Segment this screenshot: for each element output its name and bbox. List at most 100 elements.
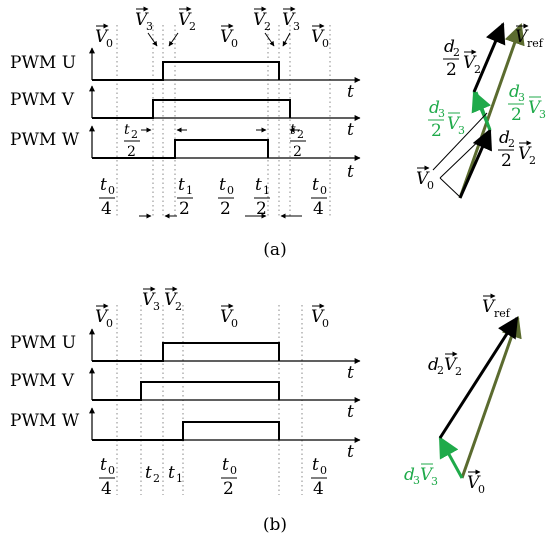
pulse-w-a bbox=[92, 139, 269, 159]
svg-text:V: V bbox=[220, 27, 234, 47]
svg-text:V: V bbox=[515, 27, 529, 47]
panel-b: V0 V3 V2 V0 V0 PWM U PWM V PWM W t t t t… bbox=[10, 286, 522, 535]
d2-v2-upper-a bbox=[472, 22, 506, 93]
svg-text:d: d bbox=[509, 82, 520, 102]
pulse-v-b bbox=[92, 381, 280, 401]
svg-text:2: 2 bbox=[501, 151, 512, 171]
label-v0-left-b: V0 bbox=[95, 303, 113, 330]
svg-text:2: 2 bbox=[127, 144, 136, 160]
svg-text:0: 0 bbox=[478, 483, 485, 496]
svg-text:3: 3 bbox=[518, 91, 525, 104]
svg-text:V: V bbox=[528, 98, 542, 118]
panel-b-pulses bbox=[92, 342, 280, 441]
v0-label-b: V0 bbox=[467, 469, 485, 496]
vref-vector-b bbox=[460, 316, 522, 479]
svg-text:V: V bbox=[420, 465, 434, 485]
svg-text:d: d bbox=[444, 37, 455, 57]
panel-a-guides bbox=[116, 25, 331, 218]
svg-text:2: 2 bbox=[437, 364, 444, 377]
v0-label-a: V0 bbox=[416, 165, 434, 192]
svg-text:t: t bbox=[312, 175, 319, 195]
svg-text:d: d bbox=[499, 128, 510, 148]
d2-v2-lower-label-a: d2 2 V2 bbox=[498, 128, 536, 171]
svg-text:0: 0 bbox=[106, 317, 113, 330]
svg-text:t: t bbox=[178, 175, 185, 195]
svg-text:t: t bbox=[290, 122, 296, 138]
svg-text:V: V bbox=[518, 144, 532, 164]
svg-text:V: V bbox=[95, 27, 109, 47]
pulse-v-a bbox=[92, 99, 291, 119]
d2-v2-upper-label-a: d2 2 V2 bbox=[443, 37, 481, 80]
label-v3-right: V3 bbox=[282, 6, 300, 47]
svg-text:3: 3 bbox=[458, 124, 465, 137]
axis-t-u-a: t bbox=[347, 82, 354, 102]
svg-text:2: 2 bbox=[293, 144, 302, 160]
d2-v2-lower-a bbox=[458, 128, 492, 199]
svg-text:t: t bbox=[145, 463, 152, 483]
pulse-w-b bbox=[92, 421, 280, 441]
svg-text:ref: ref bbox=[527, 37, 544, 50]
svg-text:3: 3 bbox=[293, 20, 300, 33]
svg-text:V: V bbox=[95, 307, 109, 327]
axis-t-w-b: t bbox=[347, 442, 354, 462]
svg-text:4: 4 bbox=[313, 199, 324, 219]
svg-text:0: 0 bbox=[320, 464, 327, 477]
label-v3-b: V3 bbox=[142, 286, 160, 313]
axis-t-v-b: t bbox=[347, 402, 354, 422]
signal-label-pwm-u-b: PWM U bbox=[10, 333, 76, 353]
svg-text:3: 3 bbox=[146, 20, 153, 33]
svg-text:t: t bbox=[222, 455, 229, 475]
svg-text:0: 0 bbox=[108, 184, 115, 197]
d3-v3-right-label-a: d3 2 V3 bbox=[508, 82, 546, 125]
svg-text:2: 2 bbox=[511, 105, 522, 125]
label-v3-left: V3 bbox=[135, 6, 158, 47]
svg-text:0: 0 bbox=[322, 317, 329, 330]
svg-text:V: V bbox=[311, 307, 325, 327]
axis-t-w-a: t bbox=[347, 162, 354, 182]
svg-text:0: 0 bbox=[230, 464, 237, 477]
d2-v2-vector-b bbox=[438, 316, 519, 439]
svg-text:V: V bbox=[220, 307, 234, 327]
label-v2-left: V2 bbox=[168, 6, 196, 47]
panel-b-axes bbox=[89, 328, 361, 443]
caption-b: (b) bbox=[263, 515, 287, 535]
svg-text:0: 0 bbox=[231, 37, 238, 50]
svg-text:V: V bbox=[311, 27, 325, 47]
svg-text:d: d bbox=[429, 98, 440, 118]
svg-text:4: 4 bbox=[313, 479, 324, 499]
d3-v3-left-label-a: d3 2 V3 bbox=[428, 98, 465, 141]
svg-text:3: 3 bbox=[413, 474, 420, 487]
svg-text:3: 3 bbox=[153, 300, 160, 313]
label-v0-mid-b: V0 bbox=[220, 303, 238, 330]
svg-text:2: 2 bbox=[153, 472, 160, 485]
svg-text:2: 2 bbox=[175, 300, 182, 313]
svg-text:d: d bbox=[404, 465, 415, 485]
label-v2-b: V2 bbox=[164, 286, 182, 313]
pulse-u-b bbox=[92, 342, 280, 362]
svg-text:2: 2 bbox=[474, 63, 481, 76]
svg-text:2: 2 bbox=[223, 479, 234, 499]
signal-label-pwm-u-a: PWM U bbox=[10, 53, 76, 73]
svg-text:ref: ref bbox=[494, 307, 511, 320]
label-v0-right-b: V0 bbox=[311, 303, 329, 330]
svg-text:t: t bbox=[124, 122, 130, 138]
svg-text:3: 3 bbox=[431, 475, 438, 488]
svg-text:2: 2 bbox=[297, 128, 304, 141]
signal-label-pwm-v-a: PWM V bbox=[10, 90, 75, 110]
svg-text:V: V bbox=[178, 10, 192, 30]
svg-text:V: V bbox=[482, 297, 496, 317]
svg-text:V: V bbox=[444, 355, 458, 375]
svg-text:2: 2 bbox=[446, 60, 457, 80]
pulse-u-a bbox=[92, 61, 280, 81]
